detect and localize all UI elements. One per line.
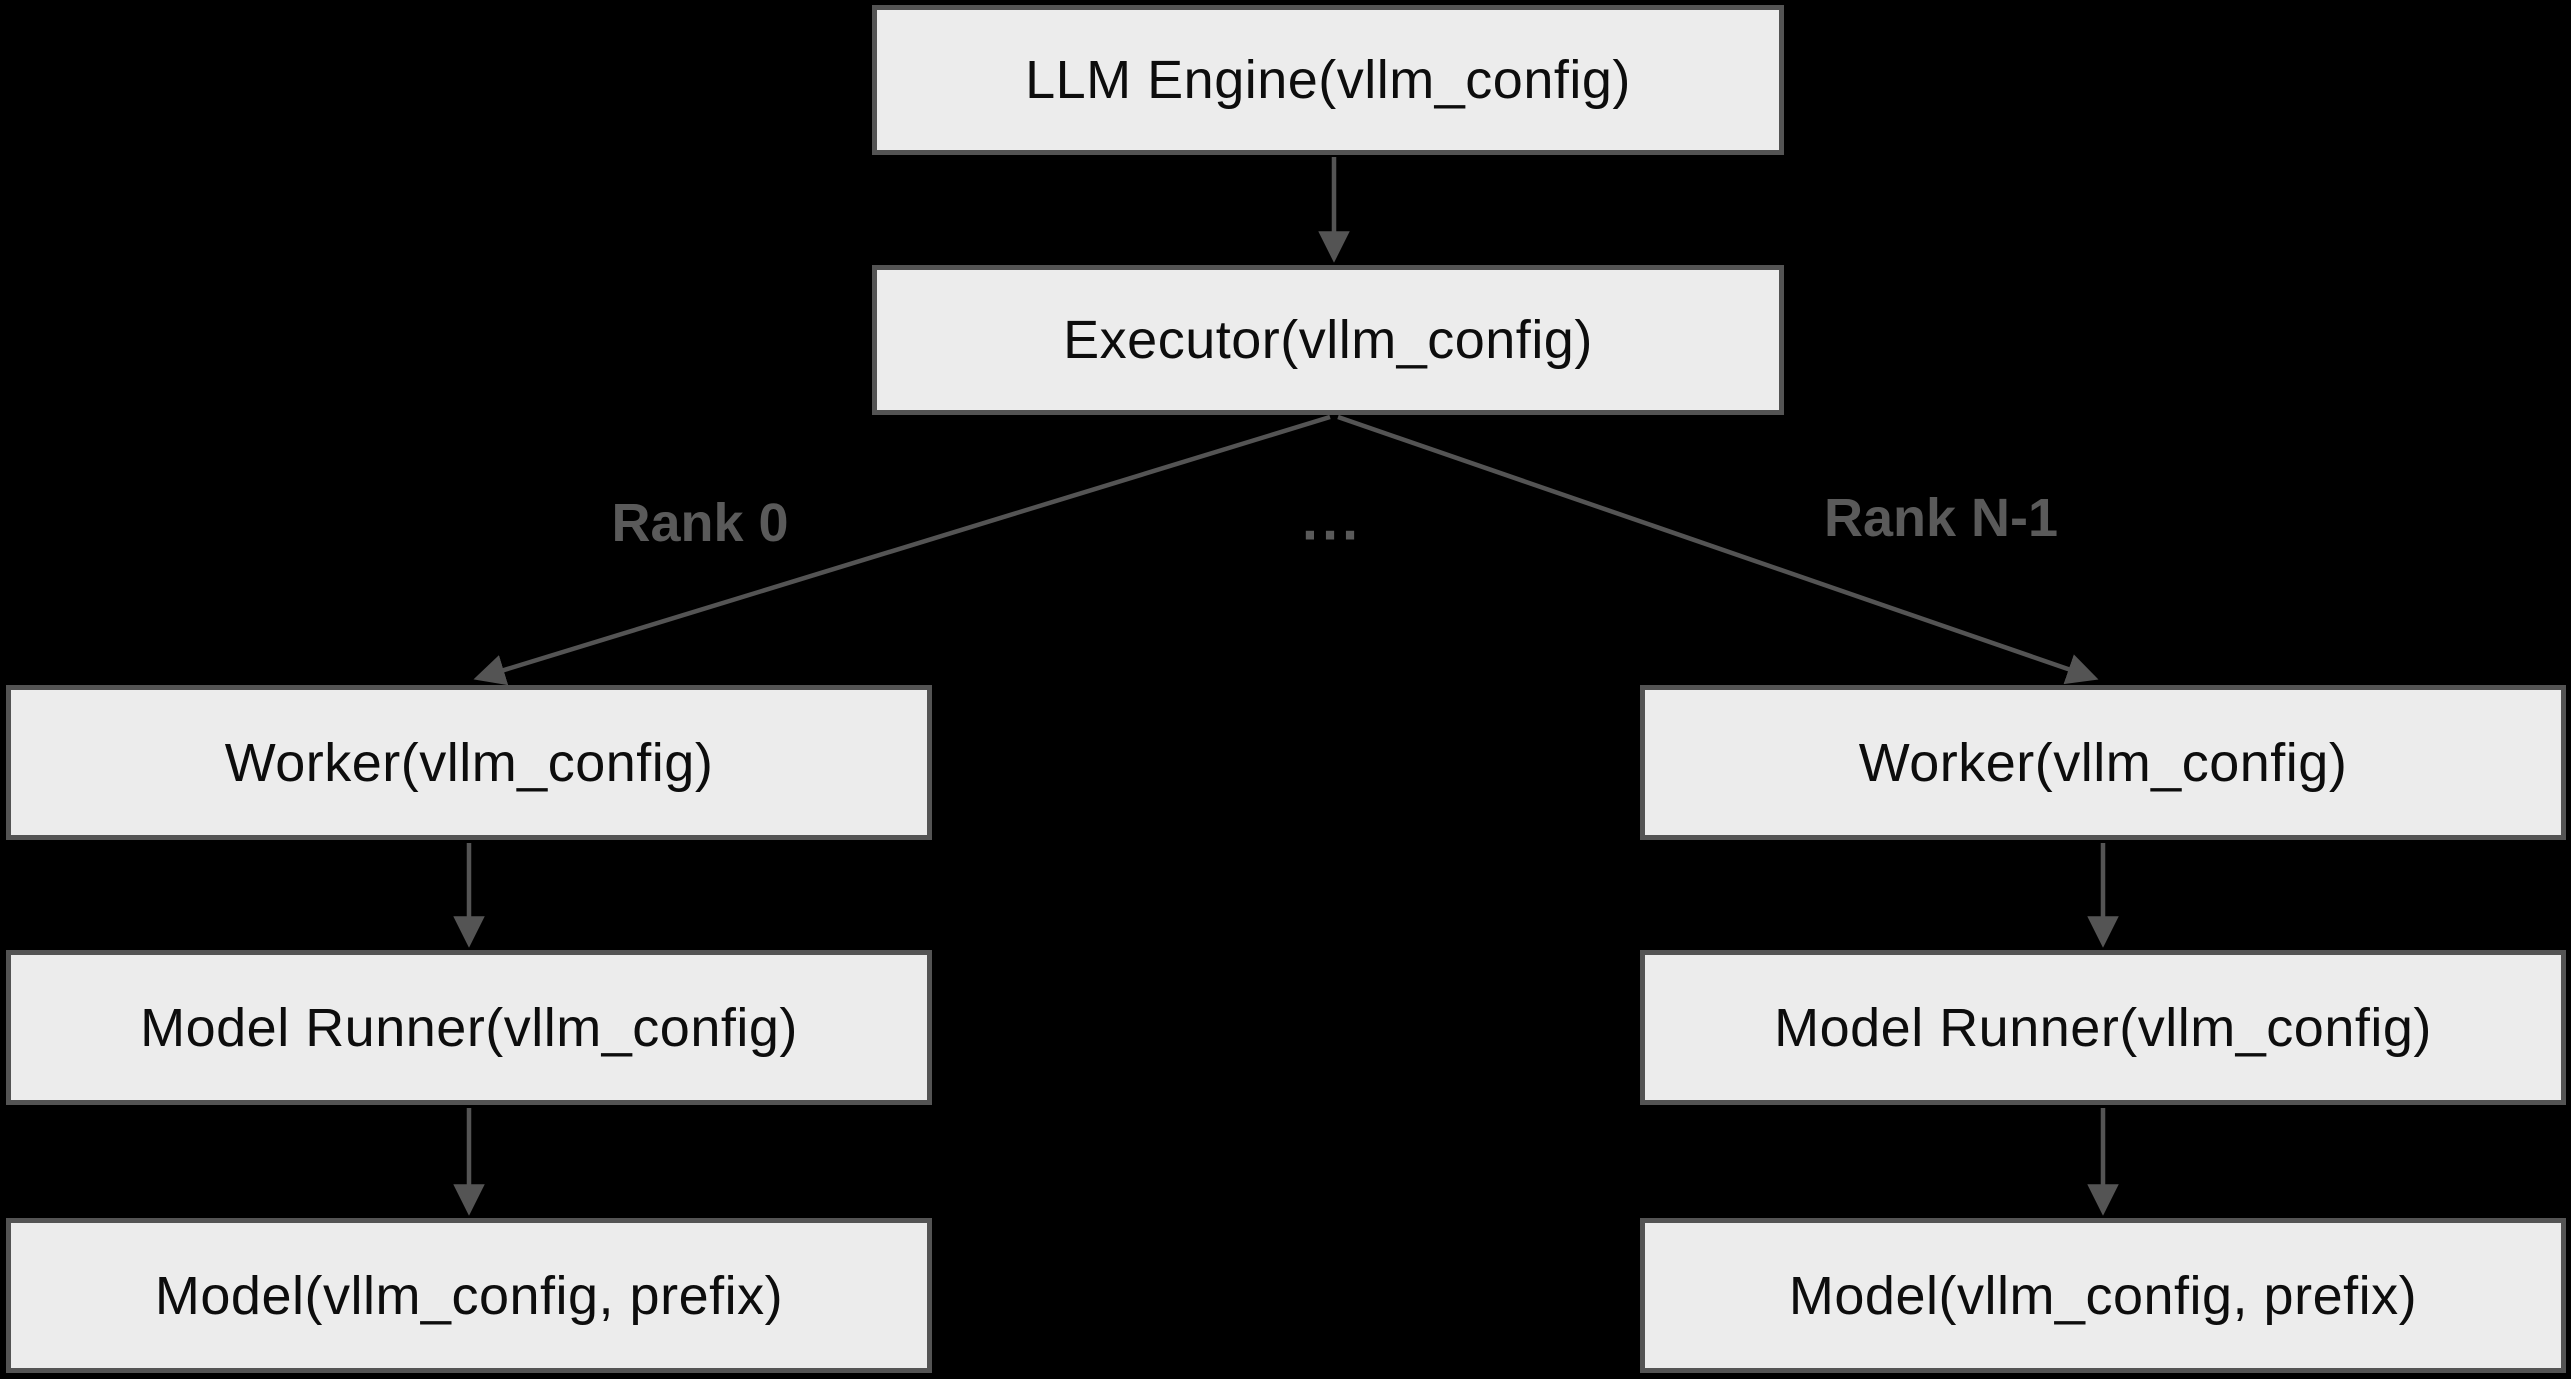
edge-executor-to-worker-right [1337, 414, 2099, 685]
node-executor-label: Executor(vllm_config) [1063, 310, 1593, 370]
node-model-rank-0-label: Model(vllm_config, prefix) [154, 1265, 784, 1326]
node-model-rank-n-1-label: Model(vllm_config, prefix) [1788, 1265, 2418, 1326]
edge-label-rank-n-1: Rank N-1 [1823, 488, 2059, 548]
node-worker-rank-n-1: Worker(vllm_config) [1640, 685, 2566, 840]
edge-label-ellipsis: ... [1301, 487, 1363, 553]
edge-label-rank-0: Rank 0 [611, 493, 789, 553]
node-model-runner-rank-0-label: Model Runner(vllm_config) [140, 997, 798, 1058]
node-model-runner-rank-n-1-label: Model Runner(vllm_config) [1774, 997, 2432, 1058]
node-worker-rank-0-label: Worker(vllm_config) [224, 732, 714, 793]
node-model-rank-n-1: Model(vllm_config, prefix) [1640, 1218, 2566, 1373]
node-worker-rank-0: Worker(vllm_config) [6, 685, 932, 840]
node-model-runner-rank-0: Model Runner(vllm_config) [6, 950, 932, 1105]
edge-executor-to-worker-left [473, 414, 1331, 686]
node-executor: Executor(vllm_config) [872, 265, 1784, 415]
node-model-runner-rank-n-1: Model Runner(vllm_config) [1640, 950, 2566, 1105]
node-llm-engine-label: LLM Engine(vllm_config) [1025, 50, 1631, 110]
node-llm-engine: LLM Engine(vllm_config) [872, 5, 1784, 155]
node-worker-rank-n-1-label: Worker(vllm_config) [1858, 732, 2348, 793]
node-model-rank-0: Model(vllm_config, prefix) [6, 1218, 932, 1373]
